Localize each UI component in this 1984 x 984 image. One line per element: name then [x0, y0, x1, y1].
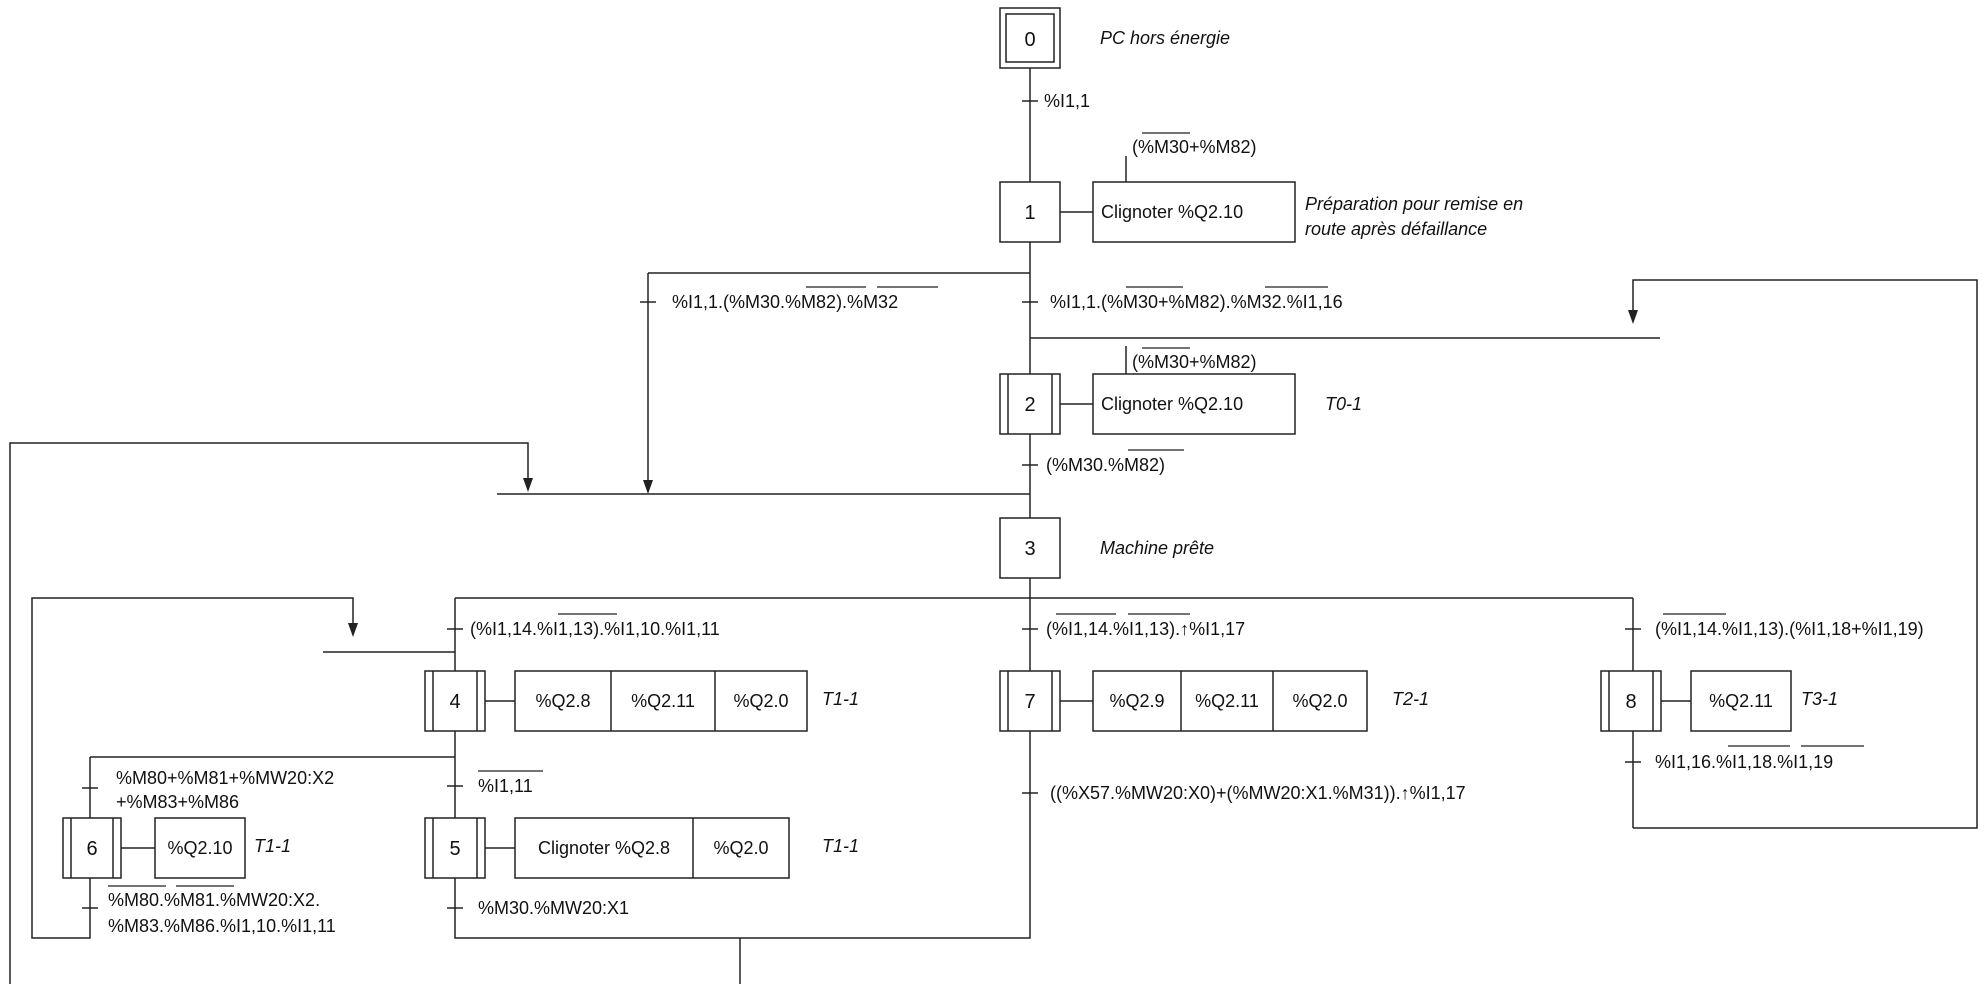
action-label: %Q2.11: [1709, 691, 1773, 711]
action-condition: (%M30+%M82): [1132, 137, 1257, 157]
action-label: Clignoter %Q2.10: [1101, 202, 1243, 222]
step-2: [999, 373, 1061, 435]
transition-label: (%I1,14.%I1,13).%I1,10.%I1,11: [470, 619, 720, 639]
action-label: %Q2.10: [167, 838, 232, 858]
step-comment: PC hors énergie: [1100, 28, 1230, 48]
transition-label: %I1,1: [1044, 91, 1090, 111]
arrow-head: [523, 478, 533, 492]
action-label: %Q2.9: [1109, 691, 1164, 711]
step-number: 8: [1625, 691, 1636, 713]
step-number: 5: [449, 838, 460, 860]
action-label: %Q2.8: [535, 691, 590, 711]
action-box-step-6: [154, 817, 246, 879]
step-8: [1600, 670, 1662, 732]
action-box-step-4: [514, 670, 808, 732]
loop-bottom-return: [9, 442, 529, 984]
transition-label: %I1,1.(%M30+%M82).%M32.%I1,16: [1050, 292, 1343, 312]
step-5: [424, 817, 486, 879]
action-label: %Q2.11: [631, 691, 695, 711]
transition-label: %M83.%M86.%I1,10.%I1,11: [108, 916, 336, 936]
arrow-head: [643, 480, 653, 494]
arrow-head: [348, 623, 358, 637]
step-comment: T1-1: [254, 836, 291, 856]
action-condition: (%M30+%M82): [1132, 352, 1257, 372]
links: [9, 68, 1978, 984]
step-comment: route après défaillance: [1305, 219, 1487, 239]
step-comment: Machine prête: [1100, 538, 1214, 558]
action-boxes: Clignoter %Q2.10 Clignoter %Q2.10 %Q2.8 …: [121, 156, 1792, 879]
action-label: %Q2.11: [1195, 691, 1259, 711]
action-label: %Q2.0: [1292, 691, 1347, 711]
transition-label: +%M83+%M86: [116, 792, 239, 812]
action-label: Clignoter %Q2.8: [538, 838, 670, 858]
transition-label: %M80+%M81+%MW20:X2: [116, 768, 334, 788]
transition-label: %I1,1.(%M30.%M82).%M32: [672, 292, 898, 312]
loop-step-6-return: [31, 597, 354, 939]
condition-labels: (%M30+%M82) (%M30+%M82) %I1,1 %I1,1.(%M3…: [108, 91, 1924, 936]
action-label: %Q2.0: [733, 691, 788, 711]
step-1: [999, 181, 1061, 243]
step-numbers: 0 1 2 3 4 5 6 7 8: [86, 29, 1636, 860]
action-box-step-2: [1092, 373, 1296, 435]
step-4: [424, 670, 486, 732]
step-comment: Préparation pour remise en: [1305, 194, 1523, 214]
transition-label: (%I1,14.%I1,13).(%I1,18+%I1,19): [1655, 619, 1924, 639]
action-label: Clignoter %Q2.10: [1101, 394, 1243, 414]
step-number: 7: [1024, 691, 1035, 713]
action-label: %Q2.0: [713, 838, 768, 858]
transition-label: %I1,11: [478, 776, 533, 796]
loop-step-8-return: [1632, 279, 1978, 829]
transition-label: (%M30.%M82): [1046, 455, 1165, 475]
arrow-head: [1628, 310, 1638, 324]
transition-label: %I1,16.%I1,18.%I1,19: [1655, 752, 1833, 772]
step-6: [62, 817, 122, 879]
step-number: 2: [1024, 394, 1035, 416]
step-number: 6: [86, 838, 97, 860]
step-comment: T0-1: [1325, 394, 1362, 414]
step-comment: T1-1: [822, 836, 859, 856]
step-number: 4: [449, 691, 460, 713]
step-number: 1: [1024, 202, 1035, 224]
step-comments: PC hors énergie Préparation pour remise …: [254, 28, 1838, 856]
transition-label: ((%X57.%MW20:X0)+(%MW20:X1.%M31)).↑%I1,1…: [1050, 783, 1466, 803]
transition-label: (%I1,14.%I1,13).↑%I1,17: [1046, 619, 1245, 639]
transition-bars: [82, 100, 1641, 909]
step-comment: T3-1: [1801, 689, 1838, 709]
negation-overlines: [108, 132, 1864, 887]
transition-label: %M30.%MW20:X1: [478, 898, 629, 918]
step-comment: T1-1: [822, 689, 859, 709]
transition-label: %M80.%M81.%MW20:X2.: [108, 890, 320, 910]
step-0-inner: [1005, 13, 1055, 63]
step-number: 0: [1024, 29, 1035, 51]
step-comment: T2-1: [1392, 689, 1429, 709]
step-3: [999, 517, 1061, 579]
action-box-step-8: [1690, 670, 1792, 732]
action-box-step-5: [514, 817, 790, 879]
step-number: 3: [1024, 538, 1035, 560]
action-box-step-7: [1092, 670, 1368, 732]
step-boxes: [62, 7, 1662, 879]
action-box-step-1: [1092, 181, 1296, 243]
